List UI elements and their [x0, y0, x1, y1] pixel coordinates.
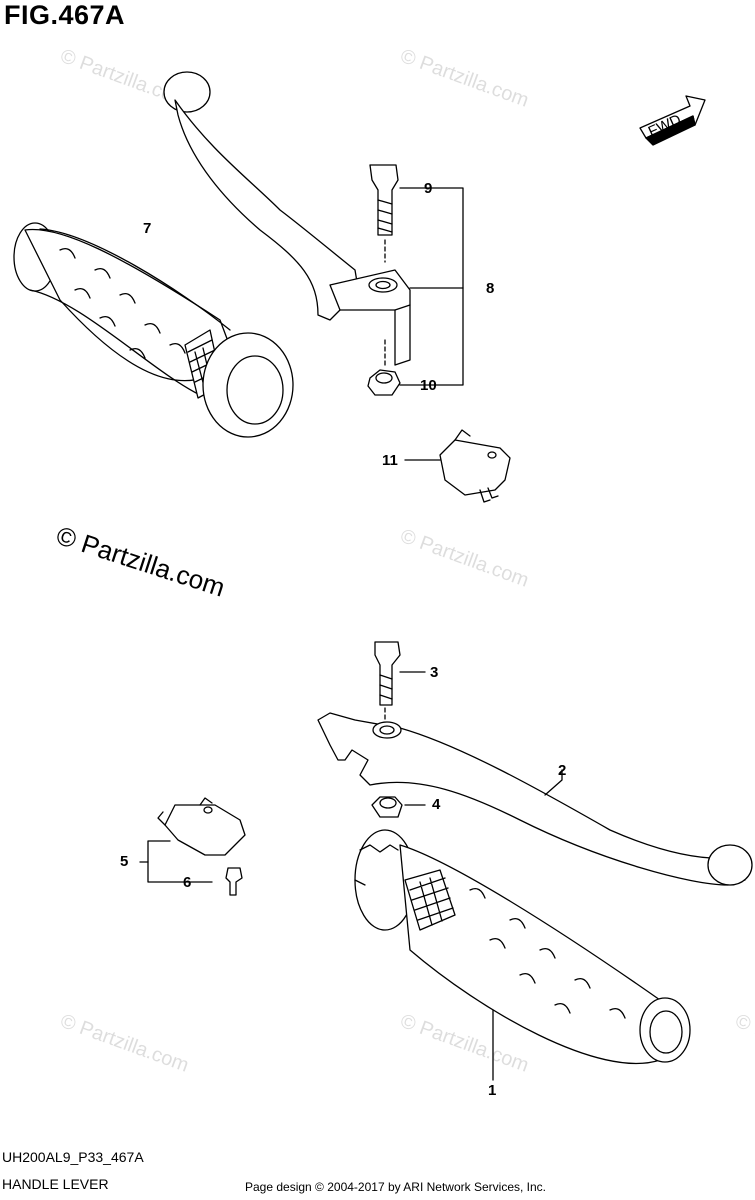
callout-8[interactable]: 8 [486, 280, 495, 297]
lower-lever-nut [371, 796, 426, 818]
callout-2[interactable]: 2 [558, 762, 567, 779]
callout-1[interactable]: 1 [488, 1082, 497, 1099]
front-brake-switch [404, 429, 511, 503]
upper-lever-nut [367, 339, 401, 396]
figure-code: UH200AL9_P33_467A [2, 1149, 144, 1165]
clutch-switch [157, 797, 246, 856]
front-brake-lever [163, 71, 411, 366]
callout-4[interactable]: 4 [432, 796, 441, 813]
upper-lever-bolt [369, 164, 399, 263]
clutch-lever [317, 712, 753, 886]
switch-screw [139, 840, 243, 896]
right-grip [354, 829, 691, 1081]
callout-11[interactable]: 11 [382, 452, 398, 469]
callout-9[interactable]: 9 [424, 180, 433, 197]
callout-3[interactable]: 3 [430, 664, 439, 681]
page-credit: Page design © 2004-2017 by ARI Network S… [245, 1180, 547, 1194]
callout-7[interactable]: 7 [143, 220, 152, 237]
callout-10[interactable]: 10 [420, 377, 437, 394]
callout-5[interactable]: 5 [120, 853, 129, 870]
left-grip [13, 222, 294, 438]
figure-title: FIG.467A [4, 0, 126, 30]
fwd-arrow-icon [639, 95, 706, 146]
figure-name: HANDLE LEVER [2, 1176, 109, 1192]
callout-6[interactable]: 6 [183, 874, 192, 891]
lower-lever-bolt [374, 641, 426, 723]
